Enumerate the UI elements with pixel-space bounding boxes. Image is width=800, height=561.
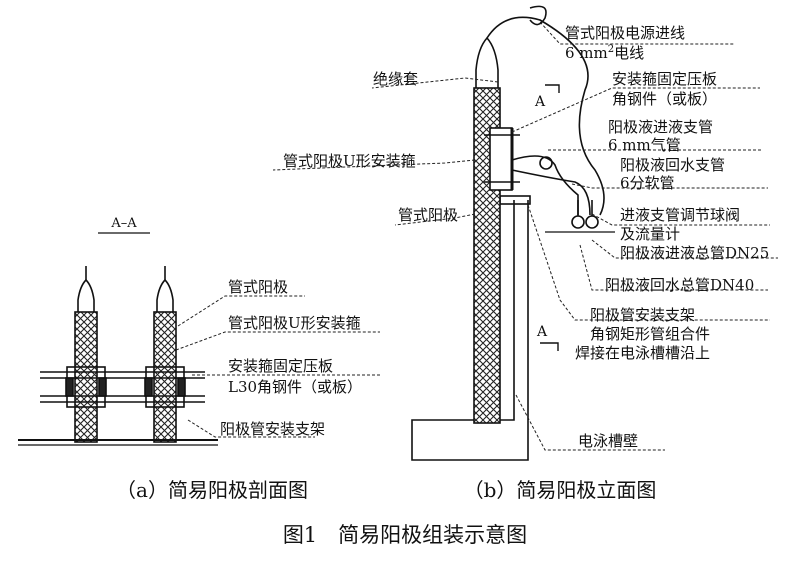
section-a-drawing bbox=[18, 232, 218, 446]
anode-tube-left bbox=[74, 311, 98, 443]
bolt bbox=[65, 377, 74, 397]
return-branch-pipe bbox=[511, 169, 591, 216]
insulator-cap-right bbox=[156, 278, 174, 312]
label-clamp-a-1: 安装箍固定压板 bbox=[228, 357, 333, 375]
label-valve-1: 进液支管调节球阀 bbox=[620, 206, 740, 224]
bolt bbox=[144, 377, 153, 397]
section-b-text: 管式阳极电源进线 6 mm2电线 绝缘套 安装箍固定压板 角钢件（或板） A 阳… bbox=[283, 24, 769, 502]
label-anode-a: 管式阳极 bbox=[228, 278, 288, 296]
label-bracket-b-3: 焊接在电泳槽槽沿上 bbox=[575, 344, 710, 362]
anode-tube-right bbox=[153, 311, 177, 443]
section-b-leaders bbox=[272, 21, 778, 451]
tank-wall-shape bbox=[411, 200, 529, 461]
label-anode-b: 管式阳极 bbox=[398, 206, 458, 224]
label-bracket-b-1: 阳极管安装支架 bbox=[590, 306, 695, 324]
label-clamp-b-2: 角钢件（或板） bbox=[612, 90, 717, 108]
label-return-branch-2: 6分软管 bbox=[620, 174, 675, 192]
section-mark-b-bottom: A bbox=[536, 324, 548, 340]
pipe-loop bbox=[539, 156, 553, 170]
figure-caption: 图1 简易阳极组装示意图 bbox=[283, 523, 527, 547]
label-feed-branch-2: 6 mm气管 bbox=[608, 136, 681, 154]
ball-valve bbox=[585, 215, 599, 229]
ball-valve bbox=[571, 215, 585, 229]
label-clamp-a-2: L30角钢件（或板） bbox=[228, 378, 362, 396]
section-b-drawing bbox=[411, 5, 615, 461]
section-a-leaders bbox=[175, 295, 382, 438]
bolt bbox=[98, 377, 107, 397]
label-u-hoop-a: 管式阳极U形安装箍 bbox=[228, 314, 361, 332]
section-a-text: A–A 管式阳极 管式阳极U形安装箍 安装箍固定压板 L30角钢件（或板） 阳极… bbox=[110, 216, 362, 502]
label-valve-2: 及流量计 bbox=[620, 225, 680, 243]
label-clamp-b-1: 安装箍固定压板 bbox=[612, 70, 717, 88]
anode-bracket-ledge bbox=[499, 195, 531, 205]
label-return-main: 阳极液回水总管DN40 bbox=[605, 276, 754, 294]
power-wire-end bbox=[529, 5, 547, 26]
section-mark-a: A–A bbox=[110, 216, 137, 231]
caption-b: （b）简易阳极立面图 bbox=[464, 478, 657, 502]
label-tank-wall: 电泳槽壁 bbox=[578, 432, 638, 450]
bolt bbox=[177, 377, 186, 397]
u-hoop-b bbox=[489, 127, 513, 191]
insulator-cap-left bbox=[77, 278, 95, 312]
section-mark-b-top: A bbox=[534, 94, 546, 110]
power-wire bbox=[486, 16, 605, 216]
label-u-hoop-b: 管式阳极U形安装箍 bbox=[283, 152, 416, 170]
label-bracket-b-2: 角钢矩形管组合件 bbox=[590, 325, 710, 343]
label-bracket-a: 阳极管安装支架 bbox=[220, 420, 325, 438]
feed-branch-pipe bbox=[511, 155, 579, 215]
label-power-1: 管式阳极电源进线 bbox=[565, 24, 685, 42]
label-return-branch-1: 阳极液回水支管 bbox=[620, 156, 725, 174]
label-feed-main: 阳极液进液总管DN25 bbox=[620, 244, 769, 262]
label-feed-branch-1: 阳极液进液支管 bbox=[608, 118, 713, 136]
caption-a: （a）简易阳极剖面图 bbox=[116, 478, 308, 502]
label-power-2: 6 mm2电线 bbox=[565, 44, 644, 62]
label-insulator: 绝缘套 bbox=[373, 70, 418, 88]
